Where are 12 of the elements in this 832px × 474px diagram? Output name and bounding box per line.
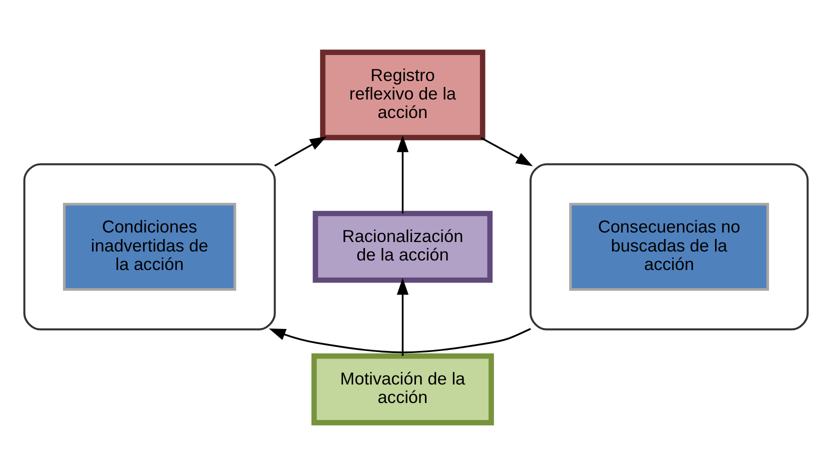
cluster [23, 162, 276, 330]
cluster [530, 162, 809, 330]
node-box: Consecuencias no buscadas de la acción [569, 202, 770, 290]
node-box: Motivación de la acción [311, 352, 494, 425]
node-box: Condiciones inadvertidas de la acción [62, 202, 236, 290]
arrow [274, 136, 327, 166]
arrow [480, 136, 533, 166]
arrow [396, 277, 409, 356]
node-box: Racionalización de la acción [312, 210, 493, 282]
node-box: Registro reflexivo de la acción [320, 49, 486, 140]
arrow [268, 328, 531, 353]
arrow [396, 134, 409, 213]
